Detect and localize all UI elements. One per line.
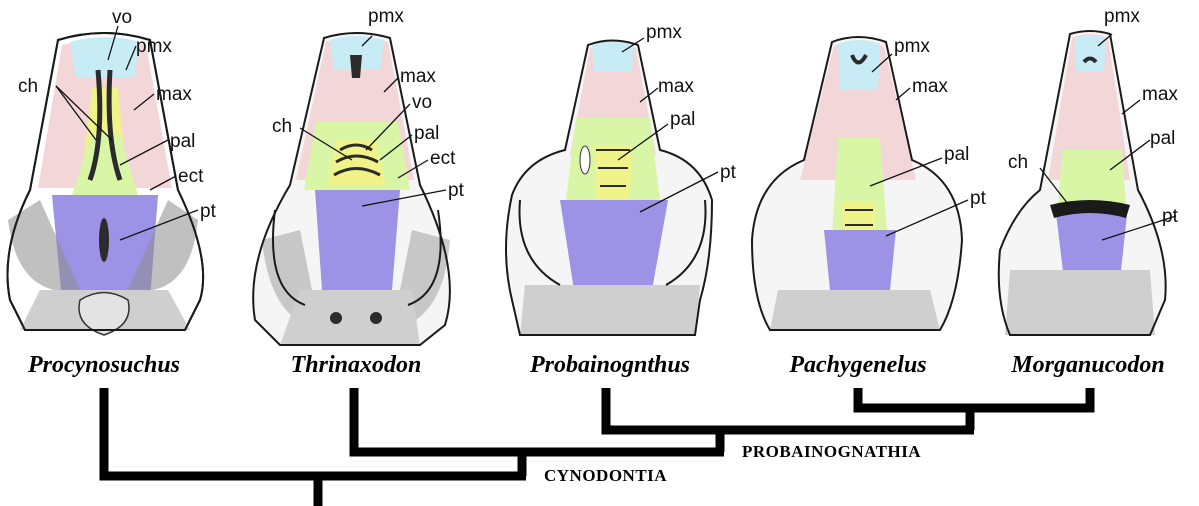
- label-ch: ch: [1008, 152, 1028, 173]
- taxon-name: Thrinaxodon: [291, 352, 422, 378]
- label-ect: ect: [430, 148, 456, 169]
- label-vo: vo: [412, 92, 432, 113]
- label-pt: pt: [448, 180, 465, 201]
- label-pal: pal: [170, 131, 195, 152]
- label-pt: pt: [970, 188, 987, 209]
- clade-label-cynodontia: CYNODONTIA: [544, 466, 667, 485]
- label-pmx: pmx: [368, 6, 404, 27]
- label-max: max: [658, 76, 694, 97]
- taxon-name: Procynosuchus: [27, 352, 180, 378]
- taxon-name: Probainognthus: [529, 352, 690, 378]
- label-max: max: [912, 76, 948, 97]
- label-ch: ch: [18, 76, 38, 97]
- label-max: max: [1142, 84, 1178, 105]
- label-pal: pal: [944, 144, 969, 165]
- cladogram: [104, 388, 1090, 506]
- label-max: max: [400, 66, 436, 87]
- clade-label-probainognathia: PROBAINOGNATHIA: [742, 442, 921, 461]
- label-pt: pt: [200, 201, 217, 222]
- label-ch: ch: [272, 116, 292, 137]
- label-ect: ect: [178, 166, 204, 187]
- label-pal: pal: [670, 109, 695, 130]
- label-pal: pal: [1150, 128, 1175, 149]
- label-pal: pal: [414, 123, 439, 144]
- taxon-name: Morganucodon: [1010, 352, 1164, 378]
- label-pt: pt: [1162, 206, 1179, 227]
- label-max: max: [156, 84, 192, 105]
- label-vo: vo: [112, 7, 132, 28]
- skull-morganucodon: [999, 31, 1166, 335]
- label-pmx: pmx: [1104, 6, 1140, 27]
- premaxilla-region: [70, 37, 140, 78]
- label-pmx: pmx: [646, 22, 682, 43]
- label-pmx: pmx: [136, 36, 172, 57]
- label-pmx: pmx: [894, 36, 930, 57]
- label-pt: pt: [720, 162, 737, 183]
- taxon-name: Pachygenelus: [788, 352, 926, 378]
